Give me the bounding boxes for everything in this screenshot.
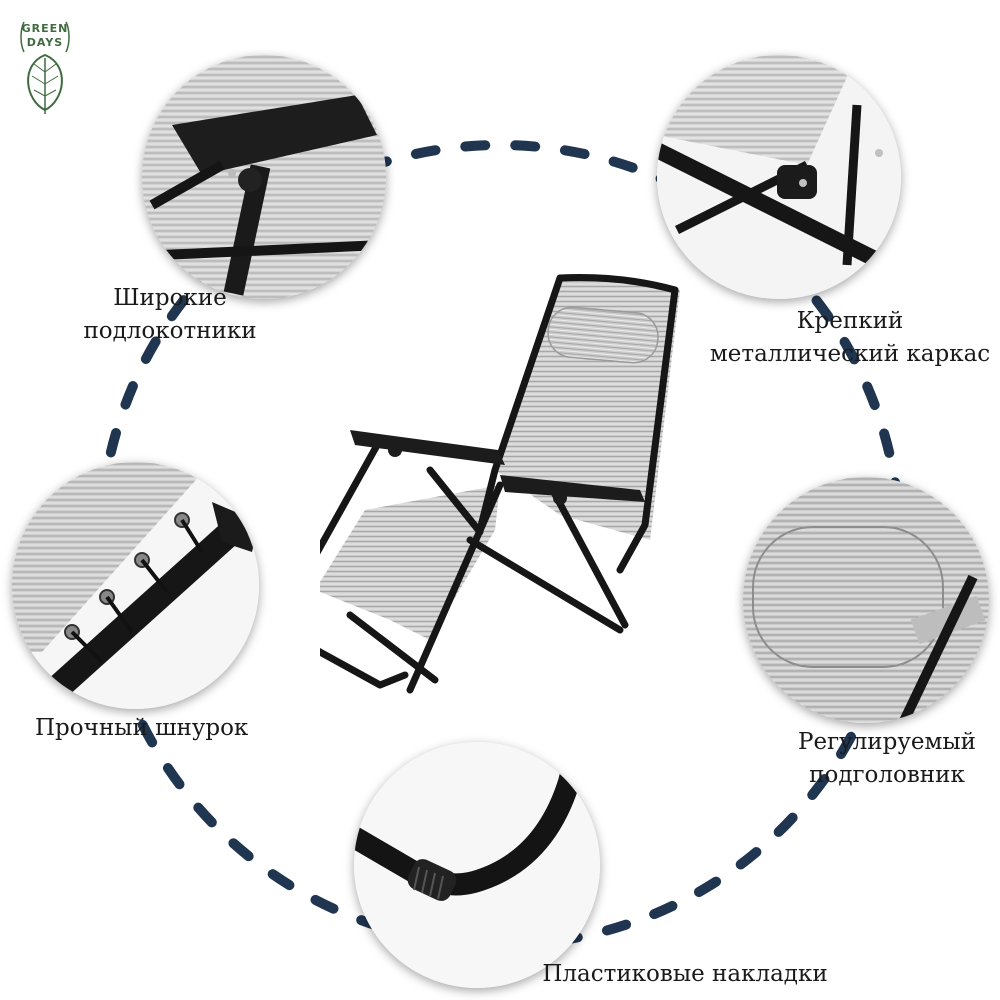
logo-text-top: GREEN [21,22,69,35]
feature-caption-cord: Прочный шнурок [35,715,249,741]
logo-text-bottom: DAYS [26,36,64,49]
brand-logo: GREEN DAYS [10,10,80,120]
feature-caption-caps: Пластиковые накладки [542,961,828,987]
headrest-pillow-closeup-image [743,477,989,723]
lounge-chair-image [320,274,680,694]
plastic-cap-closeup-image [354,742,600,988]
armrest-closeup-image [142,55,386,299]
cord-lacing-closeup-image [12,462,259,709]
leaf-icon [20,21,70,114]
feature-caption-frame: Крепкий металлический каркас [709,308,991,367]
feature-caption-armrests: Широкие подлокотники [83,285,257,344]
feature-caption-headrest: Регулируемый подголовник [797,729,976,788]
frame-joint-closeup-image [657,55,901,299]
